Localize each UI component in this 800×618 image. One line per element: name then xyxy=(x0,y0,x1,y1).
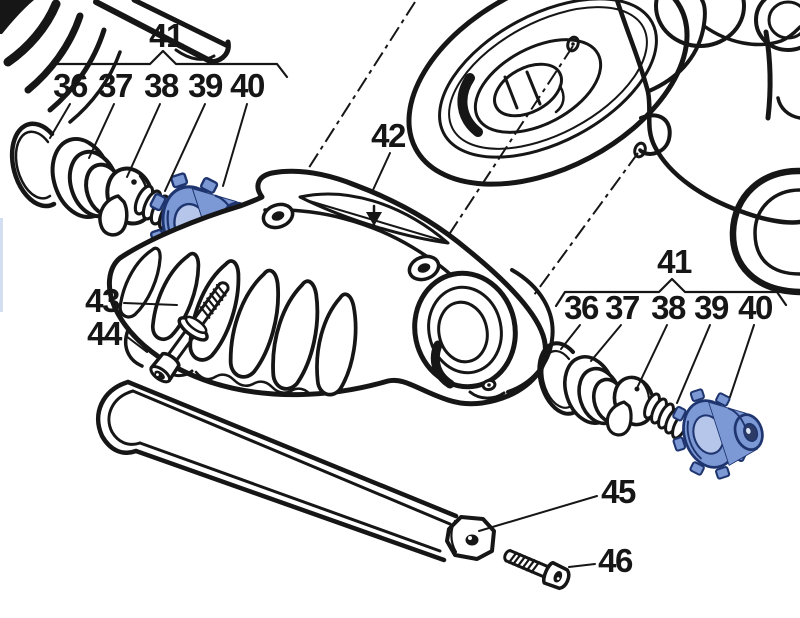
tensioner-housing-drawing xyxy=(106,168,555,406)
retaining-ring-right xyxy=(537,341,577,416)
callout-36-left: 36 xyxy=(53,67,88,104)
callout-43: 43 xyxy=(85,282,120,319)
callout-41-right: 41 xyxy=(657,243,692,280)
engine-case-drawing xyxy=(406,0,800,225)
housing-lug-hole xyxy=(261,202,295,230)
callout-42: 42 xyxy=(371,117,406,154)
callout-leader-lines xyxy=(39,49,788,568)
guard-bolt-drawing xyxy=(503,549,571,591)
bolt-hole xyxy=(566,35,580,53)
thread-hatching xyxy=(507,551,541,574)
housing-lug-hole xyxy=(407,254,441,282)
housing-bore xyxy=(412,268,555,400)
scan-artifact xyxy=(0,218,3,312)
thread-hatching xyxy=(199,283,227,319)
housing-ribs xyxy=(118,246,358,397)
callout-45: 45 xyxy=(601,473,636,510)
bracket-left xyxy=(39,49,289,80)
pivot-bolt-drawing xyxy=(167,281,230,361)
callout-39-right: 39 xyxy=(694,289,729,326)
crankshaft-end-drawing xyxy=(0,0,231,124)
tensioner-sprocket-right xyxy=(672,388,764,480)
belt-guard-drawing xyxy=(96,379,496,563)
callout-38-right: 38 xyxy=(651,289,686,326)
callout-36-right: 36 xyxy=(564,289,599,326)
bore-shadow xyxy=(457,73,483,137)
callout-39-left: 39 xyxy=(188,67,223,104)
callout-37-right: 37 xyxy=(605,289,640,326)
callout-41-left: 41 xyxy=(149,17,184,54)
callout-40-left: 40 xyxy=(230,67,265,104)
callout-44: 44 xyxy=(87,315,122,352)
case-edge-drawing xyxy=(729,167,800,296)
bolt-hole xyxy=(633,141,647,159)
socket-nut-drawing xyxy=(149,351,181,384)
callout-46: 46 xyxy=(598,542,633,579)
callout-37-left: 37 xyxy=(98,67,133,104)
guard-end-boss xyxy=(445,515,496,561)
callout-38-left: 38 xyxy=(144,67,179,104)
retaining-ring-left xyxy=(9,121,57,209)
callout-40-right: 40 xyxy=(738,289,773,326)
bracket-right xyxy=(554,277,788,308)
